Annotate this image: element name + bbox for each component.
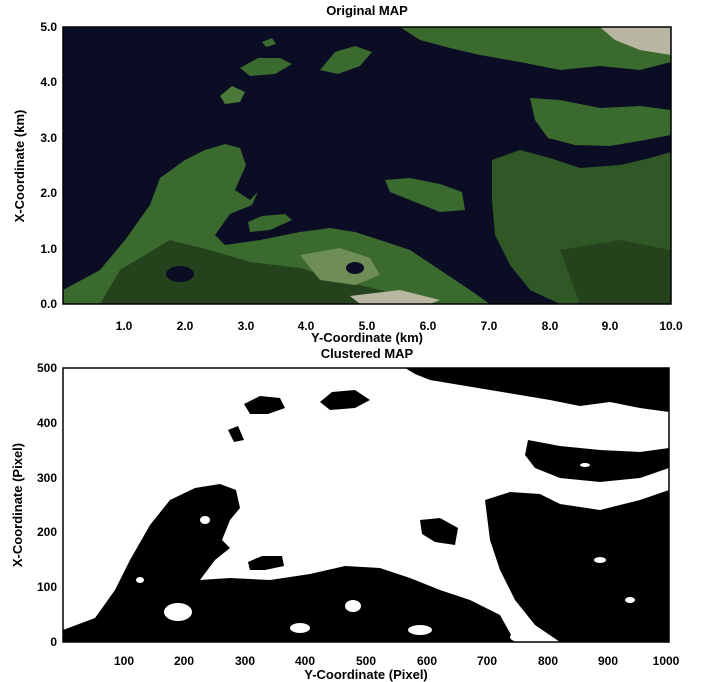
clustered-map-image — [63, 368, 669, 642]
top-x-ticks: 1.0 2.0 3.0 4.0 5.0 6.0 7.0 8.0 9.0 10.0 — [116, 319, 683, 333]
bottom-x-axis-label: Y-Coordinate (Pixel) — [304, 667, 428, 682]
top-ytick: 3.0 — [40, 131, 57, 145]
top-ytick: 2.0 — [40, 186, 57, 200]
top-xtick: 4.0 — [298, 319, 315, 333]
bottom-ytick: 400 — [37, 416, 57, 430]
top-ytick: 1.0 — [40, 242, 57, 256]
bottom-xtick: 800 — [538, 654, 558, 668]
top-xtick: 1.0 — [116, 319, 133, 333]
top-ytick: 4.0 — [40, 75, 57, 89]
top-ytick: 0.0 — [40, 297, 57, 311]
bottom-x-ticks: 100 200 300 400 500 600 700 800 900 1000 — [114, 654, 680, 668]
bottom-ytick: 200 — [37, 525, 57, 539]
top-xtick: 6.0 — [420, 319, 437, 333]
bottom-ytick: 0 — [50, 635, 57, 649]
bottom-y-axis-label: X-Coordinate (Pixel) — [10, 443, 25, 567]
bottom-xtick: 1000 — [653, 654, 680, 668]
bottom-y-ticks: 0 100 200 300 400 500 — [37, 361, 57, 649]
top-y-axis-label: X-Coordinate (km) — [12, 110, 27, 223]
top-xtick: 9.0 — [602, 319, 619, 333]
bottom-xtick: 600 — [417, 654, 437, 668]
bottom-ytick: 100 — [37, 580, 57, 594]
top-xtick: 3.0 — [238, 319, 255, 333]
top-xtick: 2.0 — [177, 319, 194, 333]
bottom-xtick: 100 — [114, 654, 134, 668]
top-xtick: 8.0 — [542, 319, 559, 333]
top-x-axis-label: Y-Coordinate (km) — [311, 330, 423, 345]
bottom-ytick: 300 — [37, 471, 57, 485]
top-xtick: 10.0 — [659, 319, 683, 333]
bottom-xtick: 300 — [235, 654, 255, 668]
bottom-xtick: 700 — [477, 654, 497, 668]
top-xtick: 5.0 — [359, 319, 376, 333]
top-xtick: 7.0 — [481, 319, 498, 333]
bottom-xtick: 500 — [356, 654, 376, 668]
bottom-plot-frame — [62, 367, 670, 643]
top-y-ticks: 0.0 1.0 2.0 3.0 4.0 5.0 — [40, 20, 57, 311]
top-plot-frame — [62, 26, 672, 305]
original-map-image — [63, 27, 671, 304]
top-ytick: 5.0 — [40, 20, 57, 34]
top-title: Original MAP — [326, 3, 408, 18]
bottom-xtick: 900 — [598, 654, 618, 668]
bottom-xtick: 400 — [295, 654, 315, 668]
bottom-ytick: 500 — [37, 361, 57, 375]
bottom-xtick: 200 — [174, 654, 194, 668]
bottom-title: Clustered MAP — [321, 346, 414, 361]
